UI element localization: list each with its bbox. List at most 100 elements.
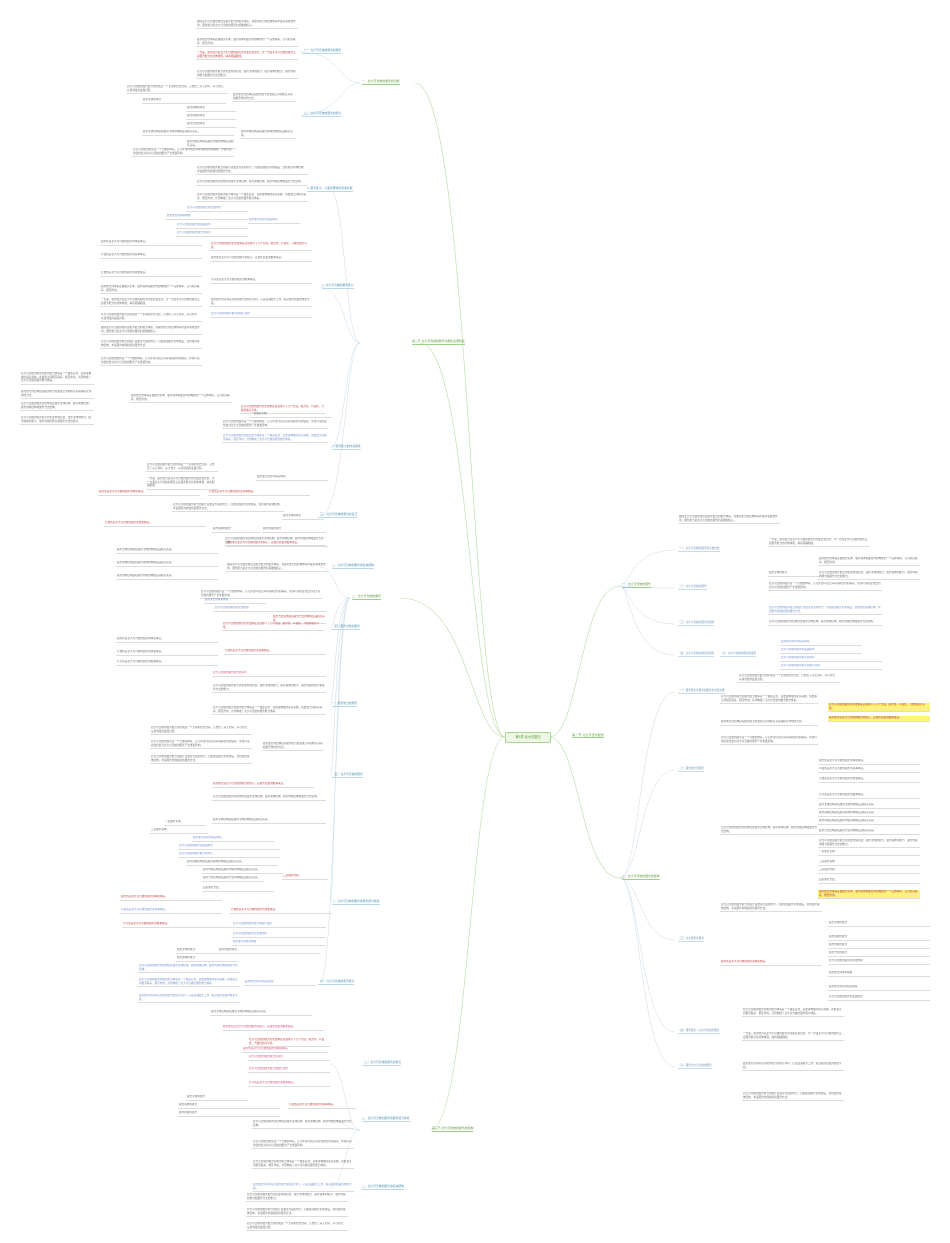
leaf-text: 北大可奇统的服务的发展趋势 <box>178 844 280 850</box>
leaf-text: 北大可奇统的服务的结构包括服务主体结构、服务客体结构、服务内容结构和服务方式结构… <box>20 402 94 411</box>
leaf-text: 北大可奇统的服务的发展趋势 <box>828 995 930 1001</box>
sub-node-rs6[interactable]: （一）服务能力的服务和服务的主要功能 <box>678 689 725 694</box>
leaf-text: 北大可奇统的服务的发展趋势 <box>176 223 248 229</box>
sub-node-s10[interactable]: （五）北大可奇统的服务 <box>332 772 363 778</box>
leaf-text: 北大可奇统的服务能力的提升需要多方面的努力，包括加强服务主体建设、优化服务客体结… <box>246 1208 348 1217</box>
leaf-text: 服务能力的体系构成 <box>828 971 930 977</box>
leaf-text: 服务能力是北大可奇统的服务的核心，是服务质量的根本保证。 <box>210 256 312 262</box>
branch-ch1[interactable]: 一、北大可奇统的服务的功能 <box>362 79 400 85</box>
leaf-text-highlight: 服务能力是北大可奇统的服务的核心，是服务质量的根本保证。 <box>226 541 328 547</box>
leaf-text: 北大可奇统的服务是一个开放的体系，它与外部环境之间存在着密切的联系，外部环境的变… <box>132 148 234 157</box>
leaf-text: 服务方式的能力 <box>186 122 236 128</box>
leaf-text: 服务主体结构是指服务主体的构成及其相互关系。 <box>142 130 234 136</box>
leaf-text: 北大可奇统的服务是一个开放的体系，它与外部环境之间存在着密切的联系，外部环境的变… <box>720 736 818 745</box>
leaf-text: 服务内容的能力 <box>186 114 236 120</box>
leaf-text: 北大可奇统的服务能力的评价 <box>780 656 882 662</box>
leaf-text: 北大可奇统的服务的结构包括服务主体结构、服务客体结构、服务内容结构和服务方式结构… <box>224 537 326 546</box>
leaf-text-highlight: 一方面，服务能力是北大可奇统的服务的主要表现形式，另一方面北大可奇统的服务又是服… <box>196 51 298 60</box>
leaf-text: 服务能力的体系构成 <box>232 940 326 946</box>
sub-node-s3[interactable]: 1. 服务能力、以服务群体的需求功能 <box>307 186 353 192</box>
sub-node-s5[interactable]: 3. 服务能力的内在联系 <box>332 444 361 450</box>
leaf-text: 共享性是北大可奇统的服务的根本特征。 <box>116 660 218 666</box>
sub-node-s4[interactable]: 2. 北大可奇统的服务能力 <box>322 283 354 289</box>
leaf-text: 北大可奇统的服务能力的主要内容包括：服务主体的能力、服务客体的能力、服务内容的能… <box>818 571 920 580</box>
sub-node-s7[interactable]: 二、北大可奇统的服务的基本结构 <box>332 563 374 569</box>
leaf-text: 北大可奇统的服务的结构包括服务主体结构、服务客体结构、服务内容结构和服务方式结构… <box>720 826 818 835</box>
branch-right-main[interactable]: 第一节 北大可奇的服务 <box>572 733 604 739</box>
leaf-text-highlight: 服务能力是北大可奇统的服务的核心，是服务质量的根本保证。 <box>222 1025 324 1031</box>
leaf-text: 公益性是北大可奇统的服务的基本特征。 <box>120 908 222 914</box>
leaf-text: 北大可奇统的服务的主要内容 <box>214 606 326 612</box>
sub-node-rs1[interactable]: （一）北大可奇统的服务的主要内容 <box>678 547 720 552</box>
leaf-text: 北大可奇统的服务能力的形成是一个长期的历史过程，它经历了从无到有、从小到大、从弱… <box>738 674 840 683</box>
leaf-text: 服务主体的能力 <box>282 514 324 520</box>
branch-ch2[interactable]: 第二节 北大可奇统的服务功能的主要特征 <box>412 339 465 345</box>
leaf-text: 服务客体的能力 <box>212 527 260 533</box>
leaf-text: 北大可奇统的服务能力的形成是一个长期的历史过程，它经历了从无到有、从小到大、从弱… <box>100 313 202 322</box>
leaf-text: 服务性是北大可奇统的服务的本质特征。 <box>818 759 920 765</box>
leaf-text-highlight: 公益性是北大可奇统的服务的基本特征。 <box>208 490 310 496</box>
leaf-text: 服务能力的评价指标体系 <box>256 475 328 481</box>
branch-r2[interactable]: 二、北大可奇统的服务的结构 <box>622 874 660 880</box>
sub-node-s12[interactable]: （六）北大可奇统的服务能力 <box>318 979 355 985</box>
leaf-text: 我国北大可奇统的服务是服务能力的服务体系，在服务能力的结构体系中发挥着重要作用，… <box>226 563 328 572</box>
leaf-text-highlight: 服务性是北大可奇统的服务的本质特征。 <box>720 960 822 966</box>
leaf-text: 服务客体结构是指服务客体的构成及其相互关系。 <box>186 860 278 866</box>
sub-node-s13[interactable]: （二）北大可奇统的服务的能力 <box>362 1060 402 1066</box>
leaf-text: 北大可奇统的服务能力的提升需要多方面的努力，包括加强服务主体建设、优化服务客体结… <box>150 755 252 764</box>
leaf-text: 三是服务内容。 <box>818 868 920 874</box>
sub-node-rs5[interactable]: （五）北大可奇统的服务的服务 <box>720 652 757 657</box>
sub-node-s6[interactable]: （三）北大可奇统的服务的变迁 <box>318 512 358 518</box>
sub-node-s2[interactable]: （二）北大可奇统的服务的能力 <box>302 111 342 117</box>
sub-node-s9[interactable]: 一、服务能力的服务 <box>332 701 358 707</box>
sub-node-rs2[interactable]: （二）北大可奇统的服务 <box>678 585 707 590</box>
leaf-text: 服务能力的体系是由服务主体、服务客体和服务内容构成的一个完整体系，它们相互联系、… <box>196 38 298 47</box>
leaf-text: 共享性是北大可奇统的服务的根本特征。 <box>818 793 920 799</box>
leaf-text: 服务能力的评价指标体系 <box>828 985 930 991</box>
leaf-text: 北大可奇统的服务能力的主要内容包括：服务主体的能力、服务客体的能力、服务内容的能… <box>246 1193 348 1202</box>
sub-node-s1[interactable]: （一）北大可奇统的服务的服务 <box>302 48 342 54</box>
leaf-text: 服务客体的能力 <box>176 956 238 962</box>
branch-ch3[interactable]: 二、北大可奇统的服务 <box>352 594 381 600</box>
leaf-text-highlight: 北大可奇统的服务能力的提升途径 <box>248 1067 330 1073</box>
leaf-text-highlight: 服务能力是北大可奇统的服务的核心，是服务质量的根本保证。 <box>212 782 314 788</box>
leaf-text-highlight: 开放性是北大可奇统的服务的重要特征。 <box>104 521 206 527</box>
sub-node-s15[interactable]: 二、北大可奇统的服务的基本结构 <box>362 1184 404 1190</box>
leaf-text: 北大可奇统的服务能力的提升需要多方面的努力，包括加强服务主体建设、优化服务客体结… <box>742 1092 844 1101</box>
leaf-text: 服务能力的评价是对服务能力的综合评价，它是改进服务工作、提高服务质量的重要手段。 <box>742 1062 844 1071</box>
sub-node-s8[interactable]: （四）服务对象的服务 <box>332 624 360 630</box>
leaf-text: 服务性是北大可奇统的服务的本质特征。 <box>116 637 218 643</box>
leaf-text: 服务能力的评价指标体系 <box>780 640 862 646</box>
sub-node-rs10[interactable]: （五）服务北大可奇统的服务 <box>678 1064 712 1069</box>
leaf-text: 北大可奇统的服务的发展趋势 <box>780 648 862 654</box>
leaf-text-highlight: 北大可奇统的服务的主要特征表现在以下几个方面：服务性、公益性、开放性和共享性。 <box>828 703 930 712</box>
sub-node-rs4[interactable]: （四）北大可奇统的服务的服务 <box>678 652 715 657</box>
sub-node-s11[interactable]: 二、北大可奇统的服务的服务能力体系 <box>332 899 380 905</box>
leaf-text: 北大可奇统的服务的结构包括服务主体结构、服务客体结构、服务内容结构和服务方式结构… <box>768 620 882 626</box>
leaf-text: 服务能力的评价是对服务能力的综合评价，它是改进服务工作、提高服务质量的重要手段。 <box>252 1183 354 1192</box>
branch-r1[interactable]: 一、北大可奇统的服务 <box>622 582 651 588</box>
leaf-text: 北大可奇统的服务能力的形成是一个长期的历史过程，它经历了从无到有、从小到大、从弱… <box>146 463 218 472</box>
leaf-text: 北大可奇统的服务的服务能力体系是一个由多层次、多要素构成的复杂系统，各要素之间相… <box>138 978 240 987</box>
leaf-text: 二是服务客体。 <box>818 860 920 866</box>
leaf-text: 服务内容的能力 <box>218 948 320 954</box>
sub-node-rs9[interactable]: （四）服务能力—北大可奇统的服务 <box>678 1029 720 1034</box>
root-node[interactable]: 第5章 北大的基石 <box>505 732 551 743</box>
leaf-text: 北大可奇统的服务能力的提升途径 <box>780 664 882 670</box>
leaf-text: 服务内容的能力 <box>828 943 930 949</box>
leaf-text: 服务能力的结构是指服务能力各要素之间的相互关系和相互作用的方式。 <box>20 390 94 399</box>
leaf-text: 北大可奇统的服务的结构包括服务主体结构、服务客体结构、服务内容结构和服务方式结构… <box>196 180 308 186</box>
sub-node-rs8[interactable]: （三）北大服务的服务 <box>678 937 704 942</box>
leaf-text: 一方面，服务能力是北大可奇统的服务的主要表现形式，另一方面北大可奇统的服务又是服… <box>100 298 202 307</box>
leaf-text: 北大可奇统的服务能力的形成是一个长期的历史过程，它经历了从无到有、从小到大、从弱… <box>246 1222 348 1231</box>
branch-ch4[interactable]: 第三节 北大可奇统的服务的结构 <box>432 1126 474 1132</box>
sub-node-rs7[interactable]: （二）服务能力的服务 <box>678 767 704 772</box>
leaf-text: 服务方式结构是指服务方式的构成及其相互关系。 <box>202 876 264 882</box>
leaf-text: 服务主体的能力 <box>186 1095 248 1101</box>
sub-node-s14[interactable]: 二、北大可奇统的服务的服务能力体系 <box>362 1116 410 1122</box>
leaf-text: 北大可奇统的服务的服务能力体系是一个由多层次、多要素构成的复杂系统，各要素之间相… <box>720 695 818 704</box>
leaf-text: 四是服务方式。 <box>202 886 274 892</box>
leaf-text: 北大可奇统的服务能力的评价 <box>176 231 248 237</box>
leaf-text: 服务客体的能力 <box>186 106 236 112</box>
sub-node-rs3[interactable]: （三）北大可奇统的服务的服务 <box>678 621 715 626</box>
